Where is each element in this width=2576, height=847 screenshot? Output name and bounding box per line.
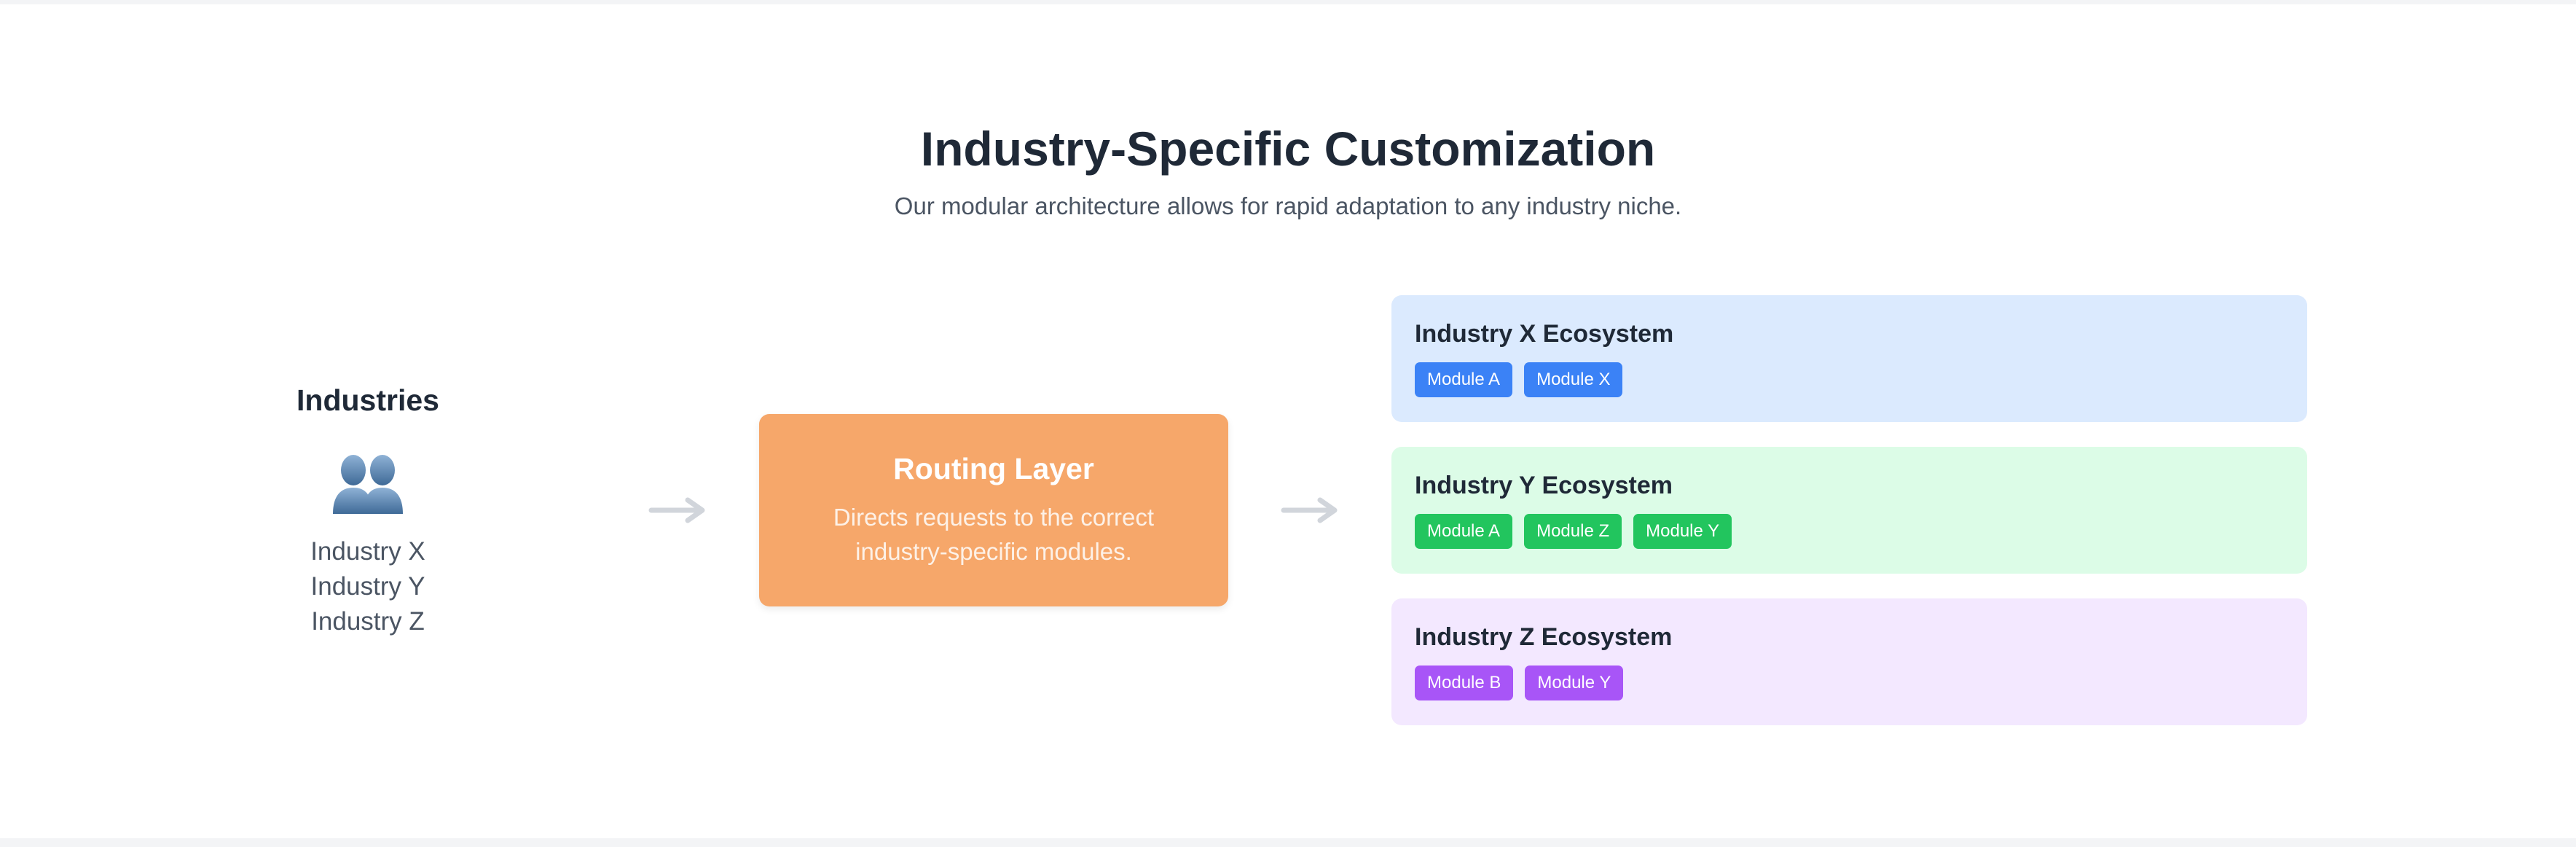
industry-item: Industry Z (311, 607, 425, 636)
module-chip: Module B (1415, 666, 1514, 700)
module-chips: Module A Module X (1415, 362, 2307, 397)
industries-list: Industry X Industry Y Industry Z (259, 534, 477, 639)
industry-item: Industry X (310, 537, 425, 566)
page-subtitle: Our modular architecture allows for rapi… (894, 192, 1682, 219)
routing-description: Directs requests to the correct industry… (833, 504, 1155, 565)
module-chip: Module A (1415, 362, 1513, 397)
ecosystem-card-industry-z: Industry Z Ecosystem Module B Module Y (1391, 598, 2307, 725)
ecosystem-title: Industry Y Ecosystem (1415, 472, 1673, 499)
arrow-right-icon (1281, 497, 1338, 523)
module-chip: Module A (1415, 514, 1513, 549)
module-chip: Module X (1524, 362, 1623, 397)
ecosystem-card-industry-x: Industry X Ecosystem Module A Module X (1391, 295, 2307, 422)
page-title: Industry-Specific Customization (920, 122, 1656, 176)
module-chip: Module Y (1525, 666, 1624, 700)
module-chip: Module Y (1633, 514, 1732, 549)
industry-item: Industry Y (310, 572, 425, 601)
routing-title: Routing Layer (893, 452, 1094, 485)
industries-heading: Industries (297, 383, 439, 417)
arrow-right-icon (648, 497, 705, 523)
module-chip: Module Z (1524, 514, 1622, 549)
ecosystem-title: Industry X Ecosystem (1415, 320, 1674, 348)
users-icon (333, 455, 403, 514)
routing-layer-box: Routing Layer Directs requests to the co… (759, 414, 1228, 606)
module-chips: Module B Module Y (1415, 666, 2307, 700)
ecosystem-title: Industry Z Ecosystem (1415, 623, 1673, 651)
industries-column: Industries Industry X Industry Y Industr… (259, 380, 477, 639)
module-chips: Module A Module Z Module Y (1415, 514, 2307, 549)
page: Industry-Specific Customization Our modu… (0, 4, 2576, 838)
ecosystem-card-industry-y: Industry Y Ecosystem Module A Module Z M… (1391, 447, 2307, 574)
